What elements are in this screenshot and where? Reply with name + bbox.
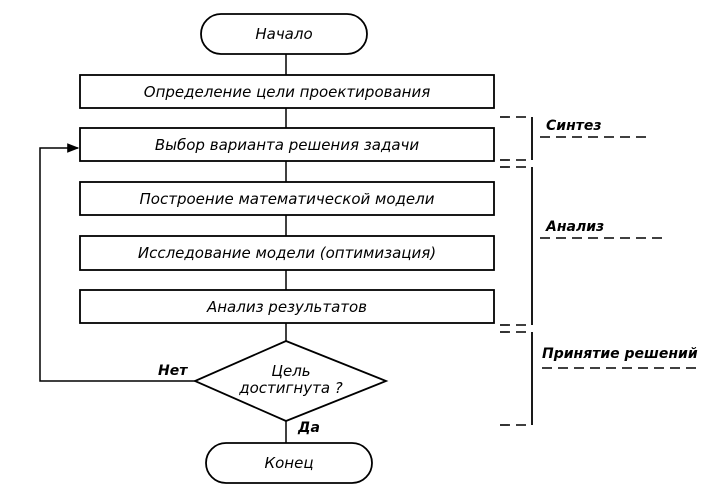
yes-label: Да — [297, 420, 320, 436]
decision-label-line-2: достигнута ? — [238, 379, 343, 397]
step-choose-variant: Выбор варианта решения задачи — [79, 127, 495, 162]
start-label: Начало — [255, 25, 312, 43]
decision-diamond: Цель достигнута ? — [192, 340, 389, 422]
stage-decision-label: Принятие решений — [542, 346, 698, 362]
step-label: Определение цели проектирования — [144, 83, 430, 101]
stage-analysis-label: Анализ — [545, 219, 604, 235]
start-terminal: Начало — [200, 13, 368, 55]
step-build-model: Построение математической модели — [79, 181, 495, 216]
end-terminal: Конец — [205, 442, 373, 484]
step-label: Анализ результатов — [206, 298, 367, 316]
decision-label-line-1: Цель — [271, 362, 310, 380]
stage-synthesis-label: Синтез — [546, 118, 602, 134]
end-label: Конец — [264, 454, 313, 472]
stage-brackets — [500, 116, 533, 426]
no-label: Нет — [158, 363, 188, 379]
step-analyze-results: Анализ результатов — [79, 289, 495, 324]
flow-lines — [39, 54, 287, 443]
step-study-model: Исследование модели (оптимизация) — [79, 235, 495, 271]
step-label: Построение математической модели — [140, 190, 435, 208]
step-label: Выбор варианта решения задачи — [155, 136, 419, 154]
stage-decision: Принятие решений — [542, 346, 698, 369]
stage-synthesis: Синтез — [540, 118, 650, 138]
step-label: Исследование модели (оптимизация) — [138, 244, 436, 262]
feedback-arrow — [39, 143, 195, 382]
step-define-goal: Определение цели проектирования — [79, 74, 495, 109]
stage-analysis: Анализ — [540, 219, 665, 239]
